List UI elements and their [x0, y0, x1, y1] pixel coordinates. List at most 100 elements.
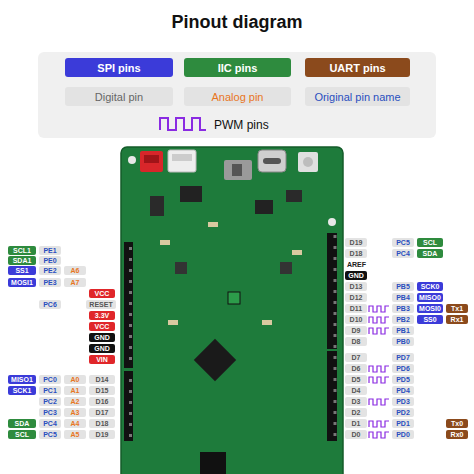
pin-label: PC4	[392, 249, 414, 258]
pin-label: D5	[345, 375, 367, 384]
mounting-hole	[128, 156, 136, 164]
switch-lever	[232, 164, 242, 176]
pin-label: A4	[64, 419, 86, 428]
pin-label: Tx1	[446, 304, 468, 313]
pin-label: PE2	[39, 266, 61, 275]
white-connector	[168, 150, 196, 172]
pin-header	[327, 351, 337, 441]
pin-label: D14	[89, 375, 115, 384]
legend-entry: PWM pins	[214, 115, 269, 133]
header-pins	[327, 233, 337, 349]
smd-component	[292, 250, 302, 255]
pin-label: SCL	[417, 238, 443, 247]
pin-label: PB2	[392, 315, 414, 324]
pin-label: Rx0	[446, 430, 468, 439]
pin-label: D19	[89, 430, 115, 439]
smd-component	[160, 240, 170, 245]
header-pins	[124, 371, 133, 441]
pin-header	[327, 233, 337, 349]
pin-label: PD1	[392, 419, 414, 428]
red-connector-slot	[144, 155, 159, 163]
header-pins	[327, 351, 337, 441]
pin-label: PB5	[392, 282, 414, 291]
usb-c-port	[258, 150, 286, 172]
pcb-board	[121, 147, 343, 474]
pin-label: VCC	[89, 322, 115, 331]
ic-chip	[286, 190, 302, 202]
legend-text: Original pin name	[314, 91, 400, 103]
pin-label: GND	[345, 271, 367, 280]
switch	[224, 160, 252, 180]
pin-label: PD7	[392, 353, 414, 362]
pin-label: A2	[64, 397, 86, 406]
white-connector-slot	[172, 154, 192, 161]
smd-component	[175, 262, 187, 274]
pin-label: PB3	[392, 304, 414, 313]
pin-label: PC2	[39, 397, 61, 406]
ic-chip	[180, 186, 202, 202]
legend-swatch: UART pins	[305, 58, 410, 77]
pin-label: PE1	[39, 246, 61, 255]
pin-label: D18	[89, 419, 115, 428]
pin-label: GND	[89, 344, 115, 353]
pin-label: Rx1	[446, 315, 468, 324]
pin-label: VCC	[89, 289, 115, 298]
pin-label: A1	[64, 386, 86, 395]
pin-label: D18	[345, 249, 367, 258]
icsp-header	[200, 452, 226, 474]
pin-label: Tx0	[446, 419, 468, 428]
pin-label: SCL	[8, 430, 36, 439]
pin-label: PD0	[392, 430, 414, 439]
pin-label: AREF	[345, 260, 368, 269]
pin-header	[124, 371, 133, 441]
reset-button	[298, 152, 318, 172]
pin-label: PC0	[39, 375, 61, 384]
pin-label: D15	[89, 386, 115, 395]
smd-component	[168, 320, 178, 325]
pin-label: A3	[64, 408, 86, 417]
pin-label: D11	[345, 304, 367, 313]
pin-label: D6	[345, 364, 367, 373]
pin-label: D2	[345, 408, 367, 417]
pin-label: SCL1	[8, 246, 36, 255]
legend-swatch: Analog pin	[184, 87, 291, 106]
pin-label: D0	[345, 430, 367, 439]
legend-swatch: Digital pin	[65, 87, 173, 106]
pwm-wave-icon	[160, 118, 206, 130]
pin-label: SS0	[417, 315, 443, 324]
legend-text: PWM pins	[214, 118, 269, 132]
pin-label: D9	[345, 326, 367, 335]
pin-label: A7	[64, 278, 86, 287]
ic-chip	[255, 200, 273, 214]
pin-label: A5	[64, 430, 86, 439]
pin-label: PD2	[392, 408, 414, 417]
red-connector	[140, 151, 163, 172]
pin-label: SDA1	[8, 256, 36, 265]
legend-text: IIC pins	[218, 62, 258, 74]
pin-label: D19	[345, 238, 367, 247]
diagram-title: Pinout diagram	[0, 12, 474, 33]
pin-label: PB0	[392, 337, 414, 346]
reset-button-cap	[303, 157, 313, 167]
pin-label: PD5	[392, 375, 414, 384]
pin-label: PC4	[39, 419, 61, 428]
pin-label: SS1	[8, 266, 36, 275]
legend-swatch: IIC pins	[184, 58, 291, 77]
usb-c-opening	[263, 158, 281, 164]
pin-label: D16	[89, 397, 115, 406]
pin-label: MISO1	[8, 375, 36, 384]
ic-chip	[150, 196, 164, 216]
pin-label: PD6	[392, 364, 414, 373]
pin-label: PC1	[39, 386, 61, 395]
legend-text: SPI pins	[97, 62, 140, 74]
pin-label: SDA	[8, 419, 36, 428]
pin-label: D8	[345, 337, 367, 346]
pin-label: PD3	[392, 397, 414, 406]
pin-label: D4	[345, 386, 367, 395]
pin-label: SCK0	[417, 282, 443, 291]
legend-swatch: Original pin name	[305, 87, 410, 106]
header-pins	[124, 242, 133, 368]
pin-label: D17	[89, 408, 115, 417]
pin-label: D10	[345, 315, 367, 324]
